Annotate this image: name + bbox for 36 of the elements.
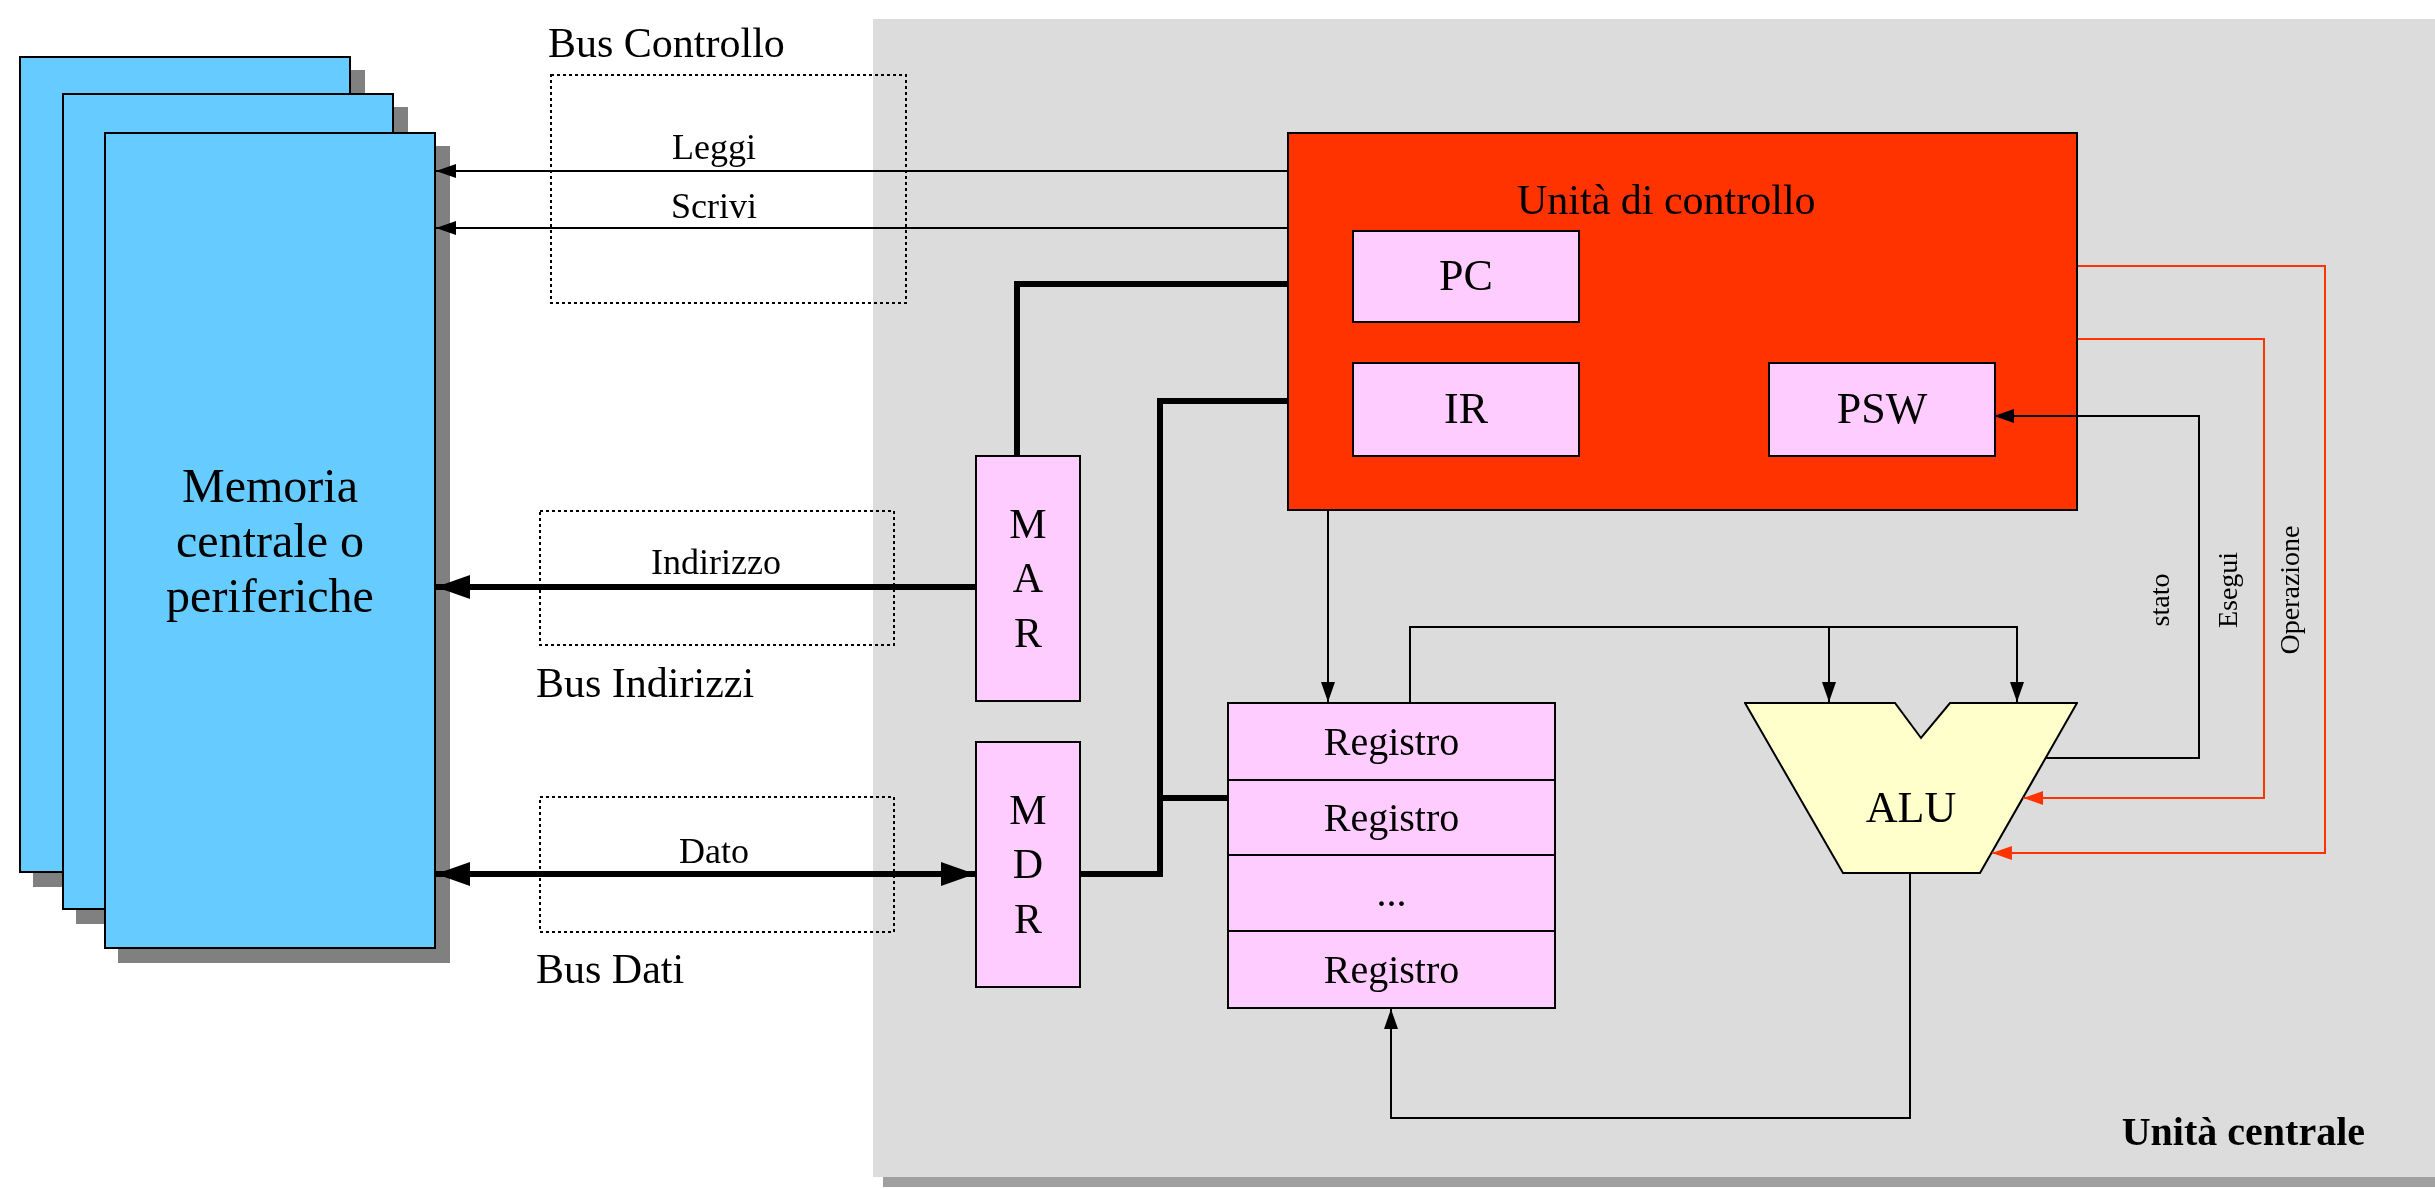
node-label: PC — [1439, 251, 1493, 302]
node-label: Unità di controllo — [1517, 176, 1816, 225]
bus-label: Bus Indirizzi — [536, 662, 755, 704]
node-label: IR — [1444, 384, 1488, 435]
node-label: ... — [1376, 870, 1407, 916]
arrow — [435, 221, 1288, 235]
arrow — [1990, 265, 2326, 860]
register-box — [1227, 854, 1556, 932]
arrow — [1993, 409, 2200, 759]
arrow — [1409, 626, 2024, 703]
register-box — [975, 741, 1081, 988]
register-box — [1768, 362, 1996, 457]
arrow — [1384, 873, 1911, 1119]
node-label: Registro — [1323, 794, 1460, 841]
node-label: Registro — [1323, 946, 1460, 993]
arrow — [436, 862, 975, 886]
node-label: M D R — [1009, 785, 1047, 944]
register-box — [975, 455, 1081, 702]
node-label: Unità centrale — [2121, 1109, 2365, 1155]
arrow — [435, 164, 1288, 178]
register-box — [1227, 702, 1556, 781]
register-box — [1227, 930, 1556, 1009]
arrow — [436, 575, 975, 599]
node-label: ALU — [1865, 782, 1957, 834]
node-label: M A R — [1009, 499, 1047, 658]
register-box — [1227, 779, 1556, 856]
bus-label: Bus Dati — [536, 948, 685, 990]
node-label: PSW — [1836, 384, 1928, 435]
node-label: Memoria centrale o periferiche — [165, 457, 375, 624]
arrow — [2022, 338, 2265, 805]
arrow — [1321, 510, 1335, 703]
bus-label: Bus Controllo — [548, 22, 785, 64]
node-label: Registro — [1323, 718, 1460, 765]
register-box — [1352, 230, 1580, 323]
control-unit-box — [1287, 132, 2078, 511]
register-box — [1352, 362, 1580, 457]
